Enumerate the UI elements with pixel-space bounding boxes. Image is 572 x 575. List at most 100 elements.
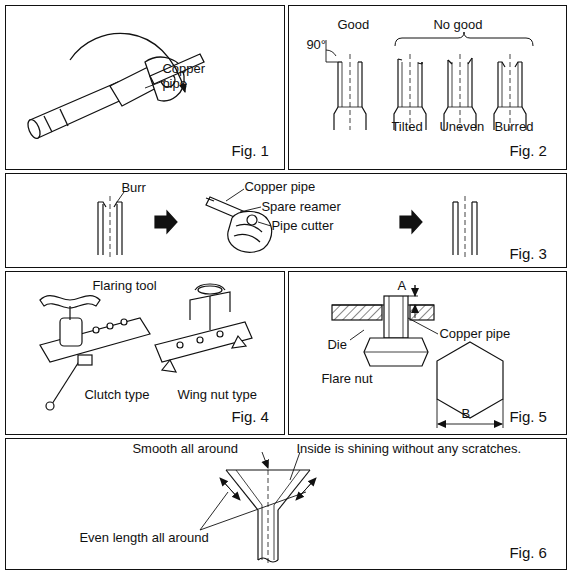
pipe-end-drawing-part	[338, 61, 342, 62]
part-label: Burred	[494, 119, 533, 134]
flare-check-drawing-part	[296, 478, 316, 500]
flare-die-drawing-part	[350, 330, 364, 340]
part-label: Burr	[121, 180, 146, 195]
flaring-tool-drawing-part	[198, 286, 222, 294]
part-label: Flare nut	[321, 371, 372, 386]
pipe-end-drawing-part	[498, 62, 505, 67]
pipe-end-drawing-part	[326, 62, 338, 63]
flare-die-drawing-part	[364, 338, 428, 366]
flare-check-drawing-part	[200, 492, 228, 530]
pipe-end-drawing-part	[421, 62, 422, 64]
pipe-end-drawing-part	[494, 54, 526, 130]
flare-die-drawing-part	[410, 305, 434, 320]
flare-die-drawing-part	[384, 296, 408, 338]
flare-die-drawing-part	[403, 296, 404, 338]
flaring-tool-drawing-part	[107, 323, 113, 329]
pipe-end-drawing-part	[515, 62, 522, 67]
deburring-drawing-part	[228, 211, 272, 252]
flaring-tool-drawing-part	[69, 306, 70, 320]
flare-die-drawing-part	[450, 424, 490, 425]
figure-number: Fig. 5	[509, 408, 547, 425]
pipe-end-drawing-part	[334, 54, 366, 130]
deburring-drawing-part	[206, 198, 214, 201]
pipe-end-drawing-part	[444, 54, 476, 130]
pipe-end-drawing-part	[395, 32, 533, 46]
part-label: Copper pipe	[244, 179, 315, 194]
deburring-drawing-part	[258, 222, 271, 226]
flare-check-drawing-part	[200, 492, 306, 530]
pipe-end-drawing-part	[394, 54, 426, 130]
figure-number: Fig. 6	[509, 544, 547, 561]
pipe-cutter-drawing-part	[25, 118, 42, 140]
deburring-drawing-part	[155, 211, 177, 233]
part-label: Inside is shining without any scratches.	[296, 441, 521, 456]
deburring-drawing-part	[114, 202, 122, 207]
deburring-drawing-part	[400, 211, 422, 233]
deburring-drawing-part	[476, 202, 477, 255]
flaring-tool-drawing-part	[52, 360, 80, 404]
part-label: Uneven	[439, 119, 484, 134]
deburring-drawing-part	[98, 202, 106, 207]
flaring-tool-drawing-part	[121, 319, 127, 325]
pipe-end-drawing-part	[447, 60, 448, 62]
flare-check-drawing-part	[277, 510, 278, 560]
part-label: No good	[433, 17, 482, 32]
pipe-end-drawing	[326, 32, 533, 130]
flare-die-drawing-part	[438, 424, 450, 425]
deburring-drawing-part	[471, 202, 472, 255]
figure-number: Fig. 2	[509, 142, 547, 159]
part-label: Pipe cutter	[271, 218, 333, 233]
pipe-end-drawing-part	[358, 61, 362, 62]
flare-check-drawing-part	[274, 505, 275, 560]
flare-die-drawing-part	[415, 305, 416, 318]
flare-check-drawing-part	[220, 478, 240, 500]
deburring-drawing-part	[97, 202, 98, 255]
pipe-end-drawing-part	[468, 58, 472, 64]
flaring-tool-drawing-part	[78, 355, 92, 365]
part-label: Flaring tool	[92, 278, 156, 293]
flare-die-drawing-part	[415, 285, 416, 296]
figure-panel: Flaring toolClutch typeWing nut typeFig.…	[5, 271, 285, 435]
pipe-end-drawing-part	[471, 58, 472, 62]
deburring-drawing-part	[247, 215, 257, 225]
flaring-tool-drawing-part	[232, 336, 246, 348]
figure-panel: ACopper pipeDieFlare nutBFig. 5	[288, 271, 567, 435]
deburring-drawing	[98, 189, 477, 258]
deburring-drawing-part	[116, 204, 117, 255]
part-label: Clutch type	[84, 387, 149, 402]
flare-die-drawing-part	[389, 296, 390, 338]
part-label: 90°	[306, 37, 326, 52]
deburring-drawing-part	[121, 202, 122, 255]
flare-die-drawing-part	[408, 296, 418, 297]
figure-number: Fig. 3	[509, 245, 547, 262]
figure-number: Fig. 4	[231, 408, 269, 425]
flare-die-drawing-part	[332, 305, 382, 320]
pipe-cutter-drawing-part	[60, 109, 68, 126]
pipe-end-drawing-part	[397, 59, 398, 62]
flare-check-drawing-part	[262, 452, 268, 468]
flare-die-drawing-part	[490, 424, 502, 425]
flaring-tool-drawing-part	[217, 331, 223, 337]
part-label: Tilted	[391, 119, 422, 134]
flare-check-drawing-part	[262, 505, 263, 560]
flare-die-drawing	[332, 285, 503, 428]
deburring-drawing-part	[234, 234, 260, 242]
pipe-end-drawing-part	[448, 60, 452, 64]
pipe-cutter-drawing-part	[44, 116, 52, 132]
flare-check-drawing-part	[257, 510, 258, 560]
deburring-drawing-part	[110, 196, 111, 258]
deburring-drawing-part	[226, 189, 244, 201]
deburring-drawing-part	[102, 204, 103, 255]
part-label: Spare reamer	[261, 199, 340, 214]
flare-check-drawing-part	[296, 478, 316, 500]
flare-die-drawing-part	[332, 304, 434, 305]
figure-panel: Copper pipeFig. 1	[5, 5, 285, 170]
deburring-drawing-part	[472, 201, 477, 202]
part-label: Copper pipe	[162, 61, 210, 91]
pipe-end-drawing-part	[326, 50, 336, 56]
flare-check-drawing-part	[220, 478, 240, 500]
flaring-tool-drawing-part	[60, 318, 82, 346]
part-label: Die	[327, 337, 347, 352]
flare-die-drawing-part	[408, 318, 438, 334]
